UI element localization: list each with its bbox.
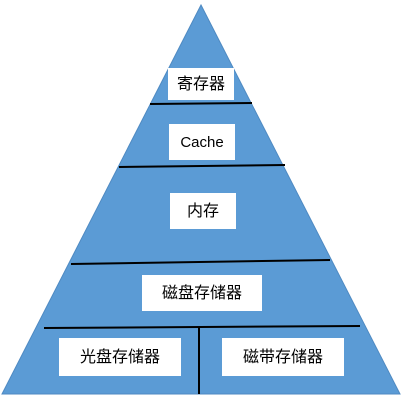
divider-line-3 bbox=[70, 259, 331, 265]
level-label-disk-storage: 磁盘存储器 bbox=[142, 275, 262, 311]
level-label-tape-storage: 磁带存储器 bbox=[222, 338, 344, 376]
level-label-optical-storage: 光盘存储器 bbox=[59, 338, 181, 376]
level-label-cache: Cache bbox=[169, 124, 235, 160]
level-label-registers: 寄存器 bbox=[168, 68, 234, 100]
divider-line-1 bbox=[149, 102, 253, 105]
level-label-main-memory: 内存 bbox=[170, 193, 236, 229]
divider-line-2 bbox=[118, 164, 286, 168]
divider-line-4 bbox=[43, 325, 361, 329]
